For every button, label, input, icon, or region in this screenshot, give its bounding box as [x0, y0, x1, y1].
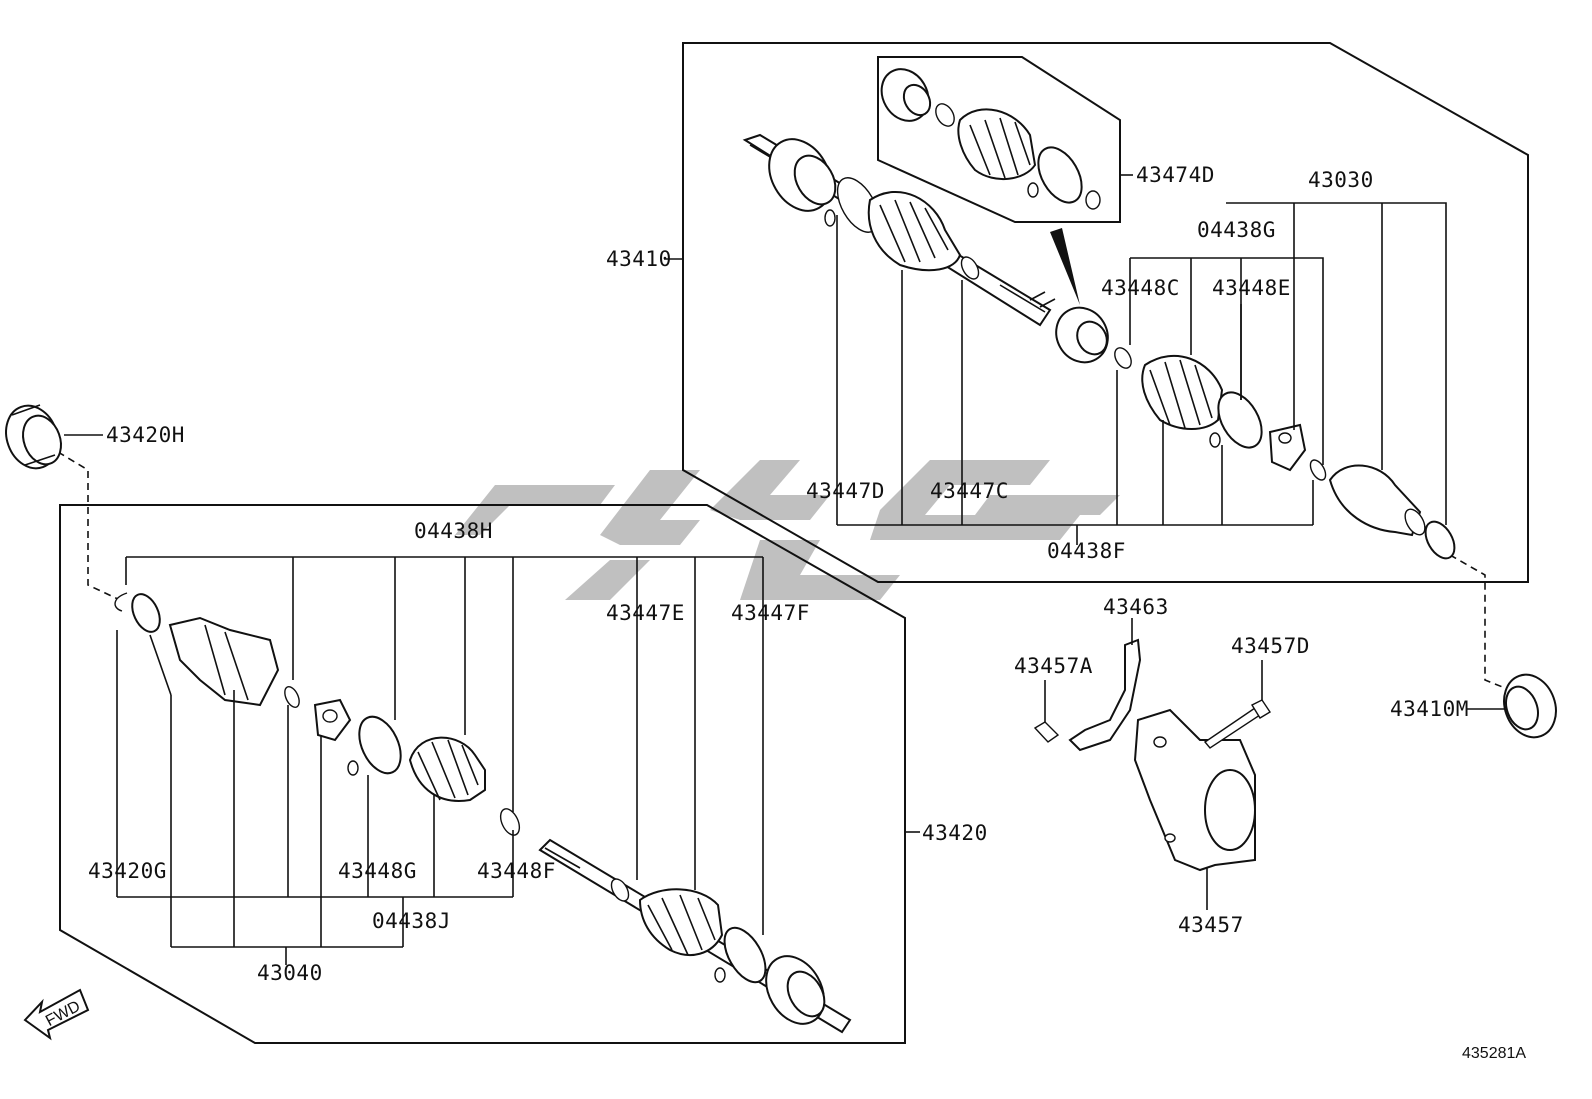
inner-joint-parts-lower	[114, 592, 521, 836]
callout-43410M: 43410M	[1390, 697, 1469, 721]
leader-lines-bracket	[1044, 618, 1263, 910]
frame-43420	[59, 504, 906, 1044]
dashed-connector-43410M	[1449, 554, 1511, 691]
callout-04438G: 04438G	[1197, 218, 1276, 242]
leader-lines-upper	[664, 202, 1447, 545]
reference-code: 435281A	[1462, 1045, 1526, 1062]
bearing-bracket-43457	[1133, 708, 1256, 872]
callout-43420G: 43420G	[88, 859, 167, 883]
bolt-43457A	[1033, 721, 1060, 743]
fwd-arrow-icon: FWD	[23, 988, 90, 1041]
seal-43410M	[1503, 673, 1557, 739]
pointer-arrow	[1050, 228, 1080, 305]
callout-43040: 43040	[257, 961, 323, 985]
callout-43420H: 43420H	[106, 423, 185, 447]
bracket-43463	[1068, 638, 1142, 752]
callout-43457A: 43457A	[1014, 654, 1093, 678]
boot-kit-43474D	[880, 68, 1101, 210]
dashed-connector-43420H	[57, 451, 121, 601]
callout-04438J: 04438J	[372, 909, 451, 933]
inner-joint-parts-upper	[1114, 347, 1456, 560]
callout-43448E: 43448E	[1212, 276, 1291, 300]
callout-43410: 43410	[606, 247, 672, 271]
frame-43474D	[877, 56, 1121, 223]
callout-43030: 43030	[1308, 168, 1374, 192]
callout-43448F: 43448F	[477, 859, 556, 883]
callout-43457: 43457	[1178, 913, 1244, 937]
callout-43463: 43463	[1103, 595, 1169, 619]
drive-shaft-43420	[538, 838, 852, 1034]
callout-43474D: 43474D	[1136, 163, 1215, 187]
callout-43420: 43420	[922, 821, 988, 845]
callout-04438F: 04438F	[1047, 539, 1126, 563]
frame-43410	[682, 42, 1529, 583]
callout-43447E: 43447E	[606, 601, 685, 625]
callout-43448G: 43448G	[338, 859, 417, 883]
leader-lines-lower	[116, 556, 920, 965]
drive-shaft-43410	[742, 133, 1056, 327]
watermark-logo	[455, 460, 1120, 600]
bolt-43457D	[1203, 699, 1271, 749]
callout-43447D: 43447D	[806, 479, 885, 503]
callout-43447C: 43447C	[930, 479, 1009, 503]
seal-43420H	[5, 404, 62, 470]
bearing	[1055, 306, 1109, 364]
callout-43457D: 43457D	[1231, 634, 1310, 658]
callout-04438H: 04438H	[414, 519, 493, 543]
callout-43447F: 43447F	[731, 601, 810, 625]
callout-43448C: 43448C	[1101, 276, 1180, 300]
